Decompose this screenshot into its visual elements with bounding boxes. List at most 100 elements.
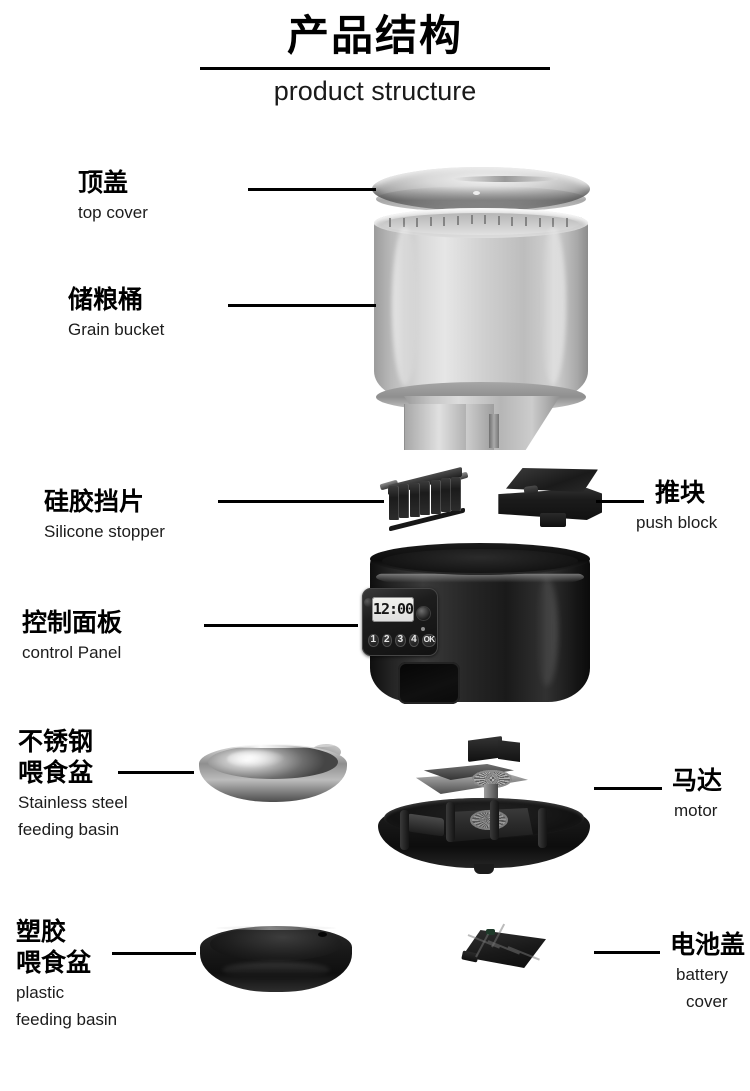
grain-bucket-inner-rim: [383, 213, 579, 235]
stopper-flap: [399, 484, 410, 519]
stopper-flap: [441, 478, 451, 513]
plastic-basin-sheen: [222, 962, 330, 978]
stainless-steel-basin-part: [199, 738, 347, 812]
leader-grain-bucket: [228, 304, 376, 307]
base-gear: [470, 810, 508, 830]
label-grain-bucket-cn: 储粮桶: [68, 286, 144, 314]
label-plastic-basin-cn: 塑胶: [16, 918, 67, 946]
label-silicone-stopper: 硅胶挡片 Silicone stopper: [44, 487, 165, 545]
base-plate-part: [378, 790, 590, 876]
motor-riser-side: [498, 740, 520, 762]
main-body-chrome-ring: [376, 573, 584, 588]
control-panel-buttons[interactable]: 1 2 3 4 OK: [368, 630, 436, 650]
label-battery-cover-en2: cover: [686, 992, 728, 1011]
base-post: [490, 800, 499, 840]
plastic-basin-part: [200, 922, 352, 1002]
label-stainless-basin: 不锈钢 喂食盆 Stainless steel feeding basin: [18, 727, 128, 843]
leader-top-cover: [248, 188, 376, 191]
page-title-en: product structure: [273, 76, 477, 106]
leader-silicone-stopper: [218, 500, 384, 503]
label-motor: 马达 motor: [672, 766, 722, 824]
leader-battery-cover: [594, 951, 660, 954]
meal-button-1[interactable]: 1: [368, 633, 379, 647]
battery-cover-clip: [486, 929, 495, 935]
steel-basin-rim-highlight: [211, 743, 335, 748]
label-stainless-basin-en2: feeding basin: [18, 820, 120, 839]
plastic-basin-hole: [318, 932, 327, 937]
page-title-cn: 产品结构: [286, 12, 463, 59]
main-body-sheen: [536, 578, 558, 686]
meal-button-2[interactable]: 2: [381, 633, 393, 647]
lcd-time-value: 12:00: [372, 600, 414, 618]
label-battery-cover-cn: 电池盖: [670, 931, 746, 959]
status-led: [421, 627, 425, 631]
leader-push-block: [596, 500, 644, 503]
label-top-cover-cn: 顶盖: [78, 169, 129, 197]
base-foot: [474, 864, 494, 874]
label-top-cover: 顶盖 top cover: [78, 168, 148, 226]
ok-button[interactable]: OK: [422, 633, 436, 647]
record-button[interactable]: [417, 607, 430, 620]
grain-hopper-latch: [489, 414, 499, 448]
grain-bucket-sheen-right: [540, 226, 566, 384]
label-top-cover-en: top cover: [78, 203, 148, 222]
label-plastic-basin-en2: feeding basin: [16, 1010, 118, 1029]
main-body-opening: [398, 662, 460, 704]
main-body-inner-cavity: [382, 549, 578, 573]
steel-basin-highlight: [227, 750, 285, 768]
motor-shaft: [484, 784, 498, 798]
label-push-block-cn: 推块: [655, 479, 706, 507]
label-motor-en: motor: [674, 801, 718, 820]
stopper-flap: [451, 476, 462, 511]
stopper-flap: [420, 481, 431, 516]
label-push-block-en: push block: [636, 513, 718, 532]
motor-gear: [472, 770, 512, 788]
leader-stainless-basin: [118, 771, 194, 774]
grain-hopper-box: [404, 404, 467, 450]
leader-plastic-basin: [112, 952, 196, 955]
plastic-basin-rim-highlight: [216, 926, 336, 930]
label-plastic-basin-cn2: 喂食盆: [16, 949, 92, 977]
stopper-flap: [409, 482, 420, 517]
label-grain-bucket: 储粮桶 Grain bucket: [68, 285, 164, 343]
top-cover-rim: [376, 186, 586, 212]
label-battery-cover-en: battery: [676, 965, 728, 984]
leader-motor: [594, 787, 662, 790]
label-control-panel-en: control Panel: [22, 643, 122, 662]
base-post: [400, 810, 409, 850]
label-motor-cn: 马达: [672, 767, 723, 795]
label-stainless-basin-en: Stainless steel: [18, 793, 128, 812]
leader-control-panel: [204, 624, 358, 627]
top-cover-seam: [452, 176, 558, 182]
label-silicone-stopper-cn: 硅胶挡片: [44, 488, 145, 516]
push-block-top-plate: [506, 468, 598, 492]
label-push-block: 推块 push block: [636, 478, 717, 536]
motor-riser: [468, 736, 502, 762]
label-battery-cover: 电池盖 battery cover: [670, 930, 745, 1015]
meal-button-4[interactable]: 4: [408, 633, 420, 647]
label-control-panel: 控制面板 control Panel: [22, 608, 122, 666]
push-block-tab: [540, 513, 566, 527]
top-cover-highlight-dot: [473, 191, 480, 195]
grain-bucket-rim-notches: [383, 215, 579, 229]
silicone-stopper-part: [379, 466, 470, 532]
grain-bucket-sheen-left: [392, 226, 418, 386]
label-control-panel-cn: 控制面板: [22, 609, 123, 637]
label-stainless-basin-cn2: 喂食盆: [18, 759, 94, 787]
label-plastic-basin: 塑胶 喂食盆 plastic feeding basin: [16, 917, 117, 1033]
label-silicone-stopper-en: Silicone stopper: [44, 522, 165, 541]
lcd-display: 12:00: [372, 597, 414, 622]
label-stainless-basin-cn: 不锈钢: [18, 728, 94, 756]
stopper-flap: [430, 479, 441, 514]
motor-part: [410, 758, 532, 800]
stopper-flap: [389, 486, 399, 520]
label-grain-bucket-en: Grain bucket: [68, 320, 165, 339]
microphone-icon: [364, 598, 373, 607]
title-block: 产品结构 product structure: [0, 8, 750, 108]
title-divider: [200, 67, 550, 70]
label-plastic-basin-en: plastic: [16, 983, 65, 1002]
meal-button-3[interactable]: 3: [395, 633, 406, 647]
base-post: [446, 802, 455, 842]
push-block-part: [492, 468, 612, 530]
